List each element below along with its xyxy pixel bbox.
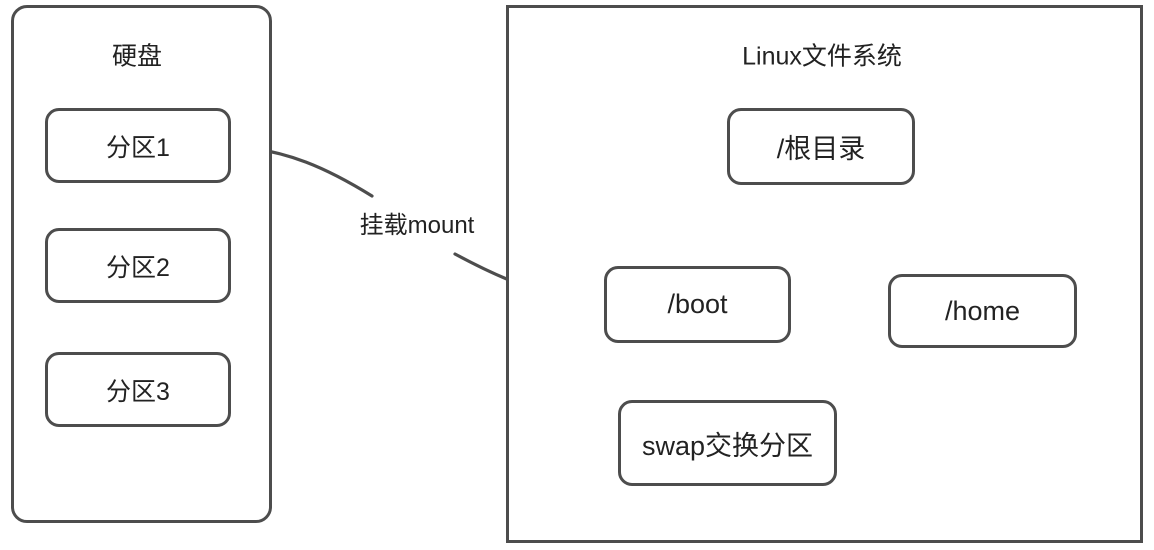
disk-panel-title: 硬盘 (111, 42, 163, 71)
filesystem-panel-title: Linux文件系统 (742, 42, 902, 71)
partition-box-2[interactable]: 分区2 (45, 228, 231, 303)
node-boot[interactable]: /boot (604, 266, 791, 343)
partition-box-3[interactable]: 分区3 (45, 352, 231, 427)
node-root-directory[interactable]: /根目录 (727, 108, 915, 185)
partition-box-1[interactable]: 分区1 (45, 108, 231, 183)
mount-edge-label: 挂载mount (353, 210, 481, 242)
node-swap-partition[interactable]: swap交换分区 (618, 400, 837, 486)
node-home[interactable]: /home (888, 274, 1077, 348)
